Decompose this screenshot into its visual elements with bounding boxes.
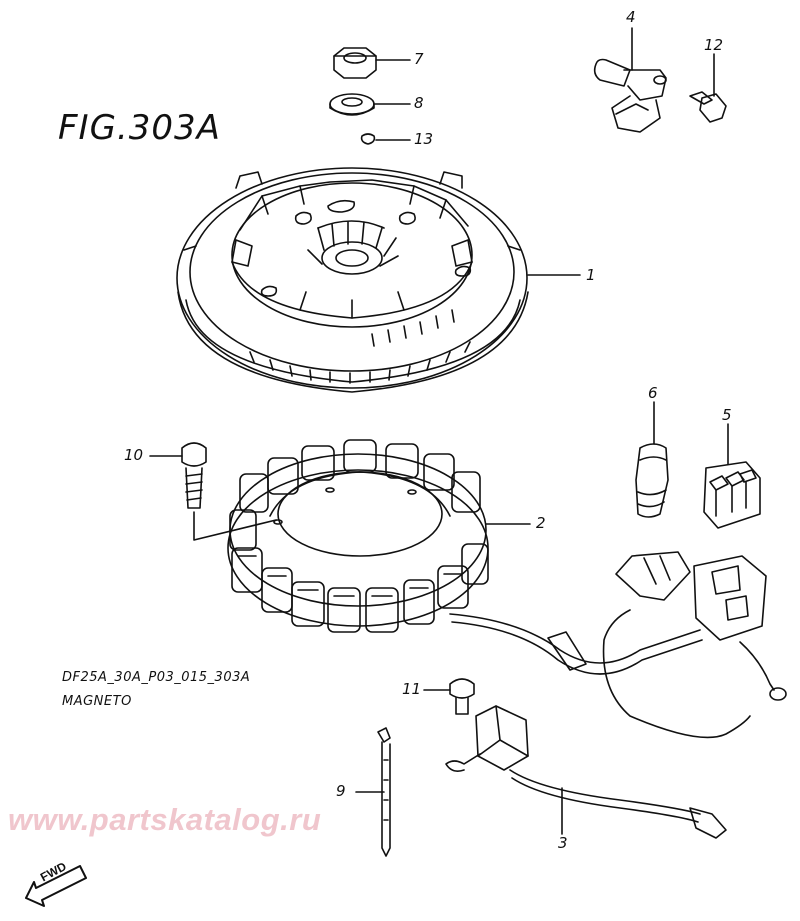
diagram-code: DF25A_30A_P03_015_303A [62,670,251,685]
callout-11[interactable]: 11 [402,680,422,698]
connector-drawing [703,423,761,529]
callout-1[interactable]: 1 [586,266,596,284]
sensor-drawing [593,27,667,133]
forward-arrow-icon [25,865,87,907]
bolt-10-drawing [149,442,277,541]
diagram-name: MAGNETO [62,694,132,709]
flywheel-drawing [176,167,581,393]
callout-3[interactable]: 3 [558,834,568,852]
callout-8[interactable]: 8 [414,94,424,112]
callout-5[interactable]: 5 [722,406,732,424]
figure-title: FIG.303A [58,108,221,148]
callout-9[interactable]: 9 [336,782,346,800]
callout-10[interactable]: 10 [124,446,144,464]
pickup-coil-drawing [423,678,727,839]
bolt-12-drawing [689,53,727,123]
watermark-text: www.partskatalog.ru [8,802,322,837]
callout-2[interactable]: 2 [536,514,546,532]
stator-coil-row [229,439,489,633]
cable-tie-drawing [355,727,391,857]
callout-6[interactable]: 6 [648,384,658,402]
callout-12[interactable]: 12 [704,36,724,54]
callout-7[interactable]: 7 [414,50,424,68]
callout-13[interactable]: 13 [414,130,434,148]
terminal-cap-drawing [635,401,669,518]
nut-washer-drawings [329,47,411,145]
stator-drawing [227,439,787,739]
callout-4[interactable]: 4 [626,8,636,26]
